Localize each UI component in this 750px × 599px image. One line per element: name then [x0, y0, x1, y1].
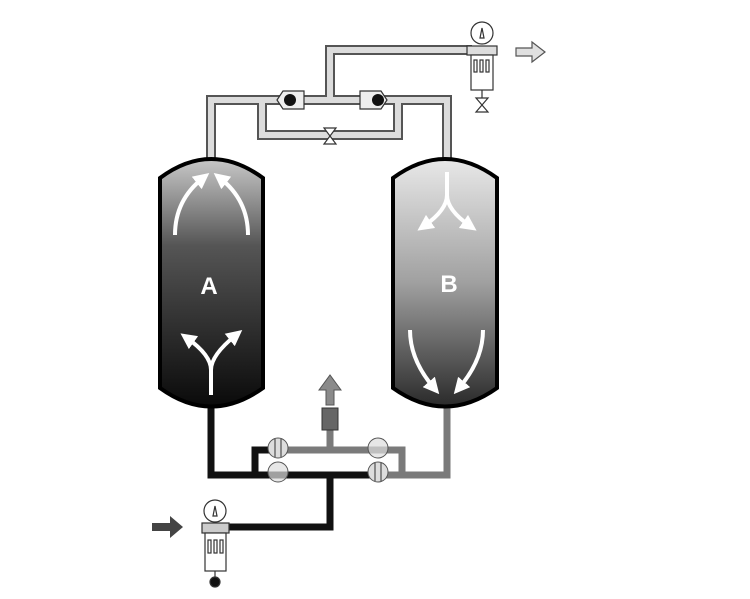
dry-air-pipes — [206, 45, 472, 160]
wet-air-pipes — [207, 405, 372, 531]
tank-b-flow-arrows-icon — [408, 172, 485, 395]
check-valve-left-icon — [276, 90, 305, 110]
outlet-arrow-icon — [515, 40, 546, 64]
check-valve-right-icon — [359, 90, 388, 110]
tank-a-flow-arrows-icon — [173, 173, 250, 395]
switching-valves-icon — [267, 437, 389, 483]
tank-a: A — [158, 157, 265, 409]
inlet-filter-icon — [201, 499, 230, 588]
bypass-valve-icon — [322, 127, 338, 145]
tank-b: B — [391, 157, 499, 409]
outlet-filter-icon — [466, 21, 498, 113]
inlet-arrow-icon — [152, 516, 183, 538]
tank-a-label: A — [200, 273, 217, 300]
purge-pipes — [285, 405, 451, 479]
exhaust-silencer-icon — [318, 374, 342, 431]
tank-b-label: B — [440, 271, 457, 298]
